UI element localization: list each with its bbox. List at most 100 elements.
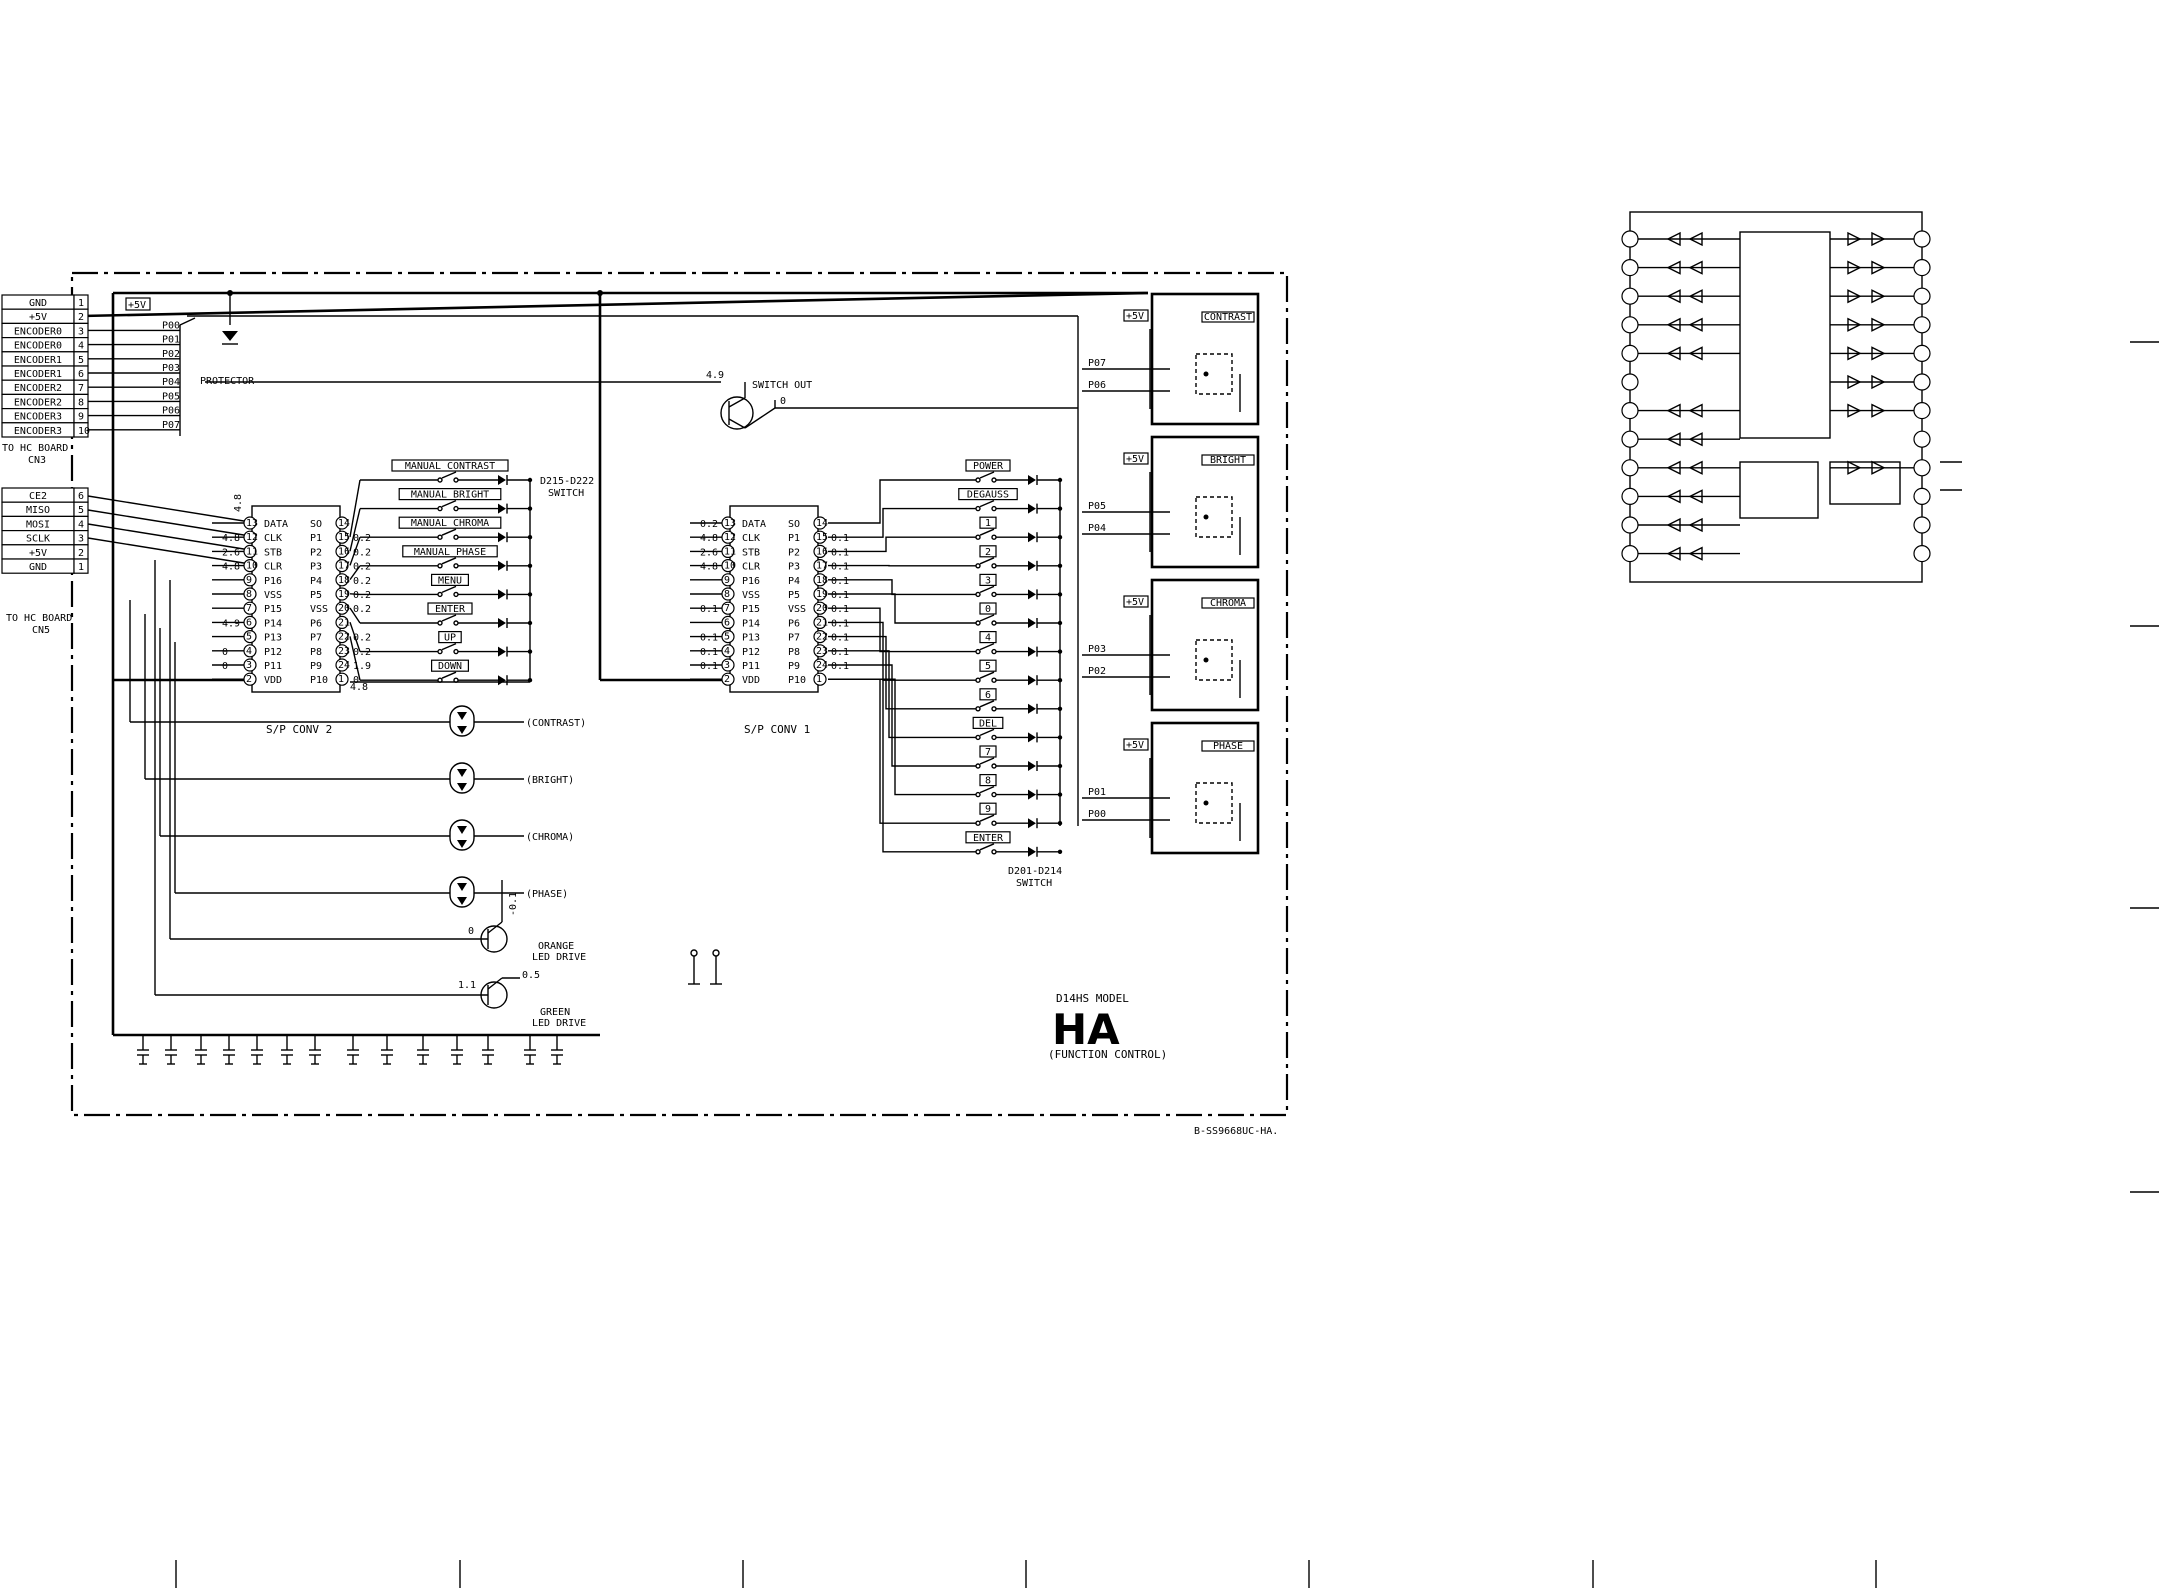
cn3-net: P05	[162, 391, 180, 402]
ic-pin-voltage: 0.1	[700, 647, 718, 658]
ic-pin-name: P8	[788, 647, 800, 658]
ic-pin-name: P6	[788, 618, 800, 629]
ic-pin-voltage: 0.1	[831, 533, 849, 544]
ic-pin-name: P7	[788, 633, 800, 644]
power-rails	[81, 290, 1149, 1037]
ic-pin-name: P5	[310, 590, 322, 601]
orange-led-label2: LED DRIVE	[532, 952, 586, 963]
ic-pin-voltage: 0.2	[353, 547, 371, 558]
cn3-net: P00	[162, 320, 180, 331]
ic-pin-voltage: 0.2	[353, 533, 371, 544]
switch-label: MANUAL CONTRAST	[405, 461, 495, 472]
ic-pin-name: P4	[788, 576, 800, 587]
ic-pin-num: 12	[246, 532, 258, 543]
encoder-net-bot: P06	[1088, 380, 1106, 391]
switch-group-b-subtitle: SWITCH	[1016, 878, 1052, 889]
ic-pin-num: 4	[246, 646, 252, 657]
ic-pin-voltage: 4.9	[222, 618, 240, 629]
ic-pin-num: 2	[246, 674, 252, 685]
cn5-pin-num: 3	[78, 534, 84, 545]
cn3-pin-num: 8	[78, 397, 84, 408]
encoder-net-top: P07	[1088, 358, 1106, 369]
ic-pin-num: 11	[246, 546, 258, 557]
ic-pin-voltage: 0.1	[831, 647, 849, 658]
ic-pin-voltage: 1.9	[353, 661, 371, 672]
ic-pin-name: CLR	[742, 562, 761, 573]
switch-label: DOWN	[438, 661, 462, 672]
ic-pin-voltage: 2.6	[700, 547, 718, 558]
switch-label: POWER	[973, 461, 1004, 472]
ic-pin-num: 6	[724, 617, 730, 628]
cn3-pin-label: ENCODER0	[14, 326, 62, 337]
encoder-name: BRIGHT	[1210, 455, 1246, 466]
ic-pin-num: 1	[338, 674, 344, 685]
ic-pin-name: P11	[742, 661, 760, 672]
page-ticks	[175, 341, 2159, 1588]
cn3-pin-label: ENCODER0	[14, 341, 62, 352]
protector-voltage: 4.8	[233, 494, 244, 512]
ic-pin-num: 15	[816, 532, 828, 543]
ic-pin-num: 5	[724, 632, 730, 643]
ic-pin-num: 8	[246, 589, 252, 600]
encoder-net-top: P05	[1088, 501, 1106, 512]
cn5-pin-label: MISO	[26, 505, 50, 516]
encoder-name: PHASE	[1213, 741, 1243, 752]
green-v-b: 1.1	[458, 980, 476, 991]
ic-pin-voltage: 0.1	[831, 547, 849, 558]
ic-pin-num: 4	[724, 646, 730, 657]
ic-pin-name: P1	[310, 533, 322, 544]
ic-pin-name: CLR	[264, 562, 283, 573]
ic-pin-num: 21	[816, 617, 828, 628]
ic-pin-num: 1	[816, 674, 822, 685]
ic-pin-voltage: 0.1	[831, 576, 849, 587]
ic-pin-name: P14	[742, 618, 760, 629]
ic-pin-name: P3	[310, 562, 322, 573]
cn3-pin-label: ENCODER2	[14, 397, 62, 408]
cn3-pin-label: ENCODER3	[14, 412, 62, 423]
switch-label: UP	[444, 633, 456, 644]
encoder-plus5v: +5V	[1126, 454, 1144, 465]
encoder-name: CHROMA	[1210, 598, 1246, 609]
switch-group-a-title: D215-D222	[540, 476, 594, 487]
ic-pin-num: 10	[724, 561, 736, 572]
ic-pin-name: CLK	[742, 533, 760, 544]
ic-pin-name: P1	[788, 533, 800, 544]
ic-pin-num: 12	[724, 532, 736, 543]
ic-pin-name: P8	[310, 647, 322, 658]
ic-pin-name: VSS	[264, 590, 282, 601]
ic-pin-num: 19	[338, 589, 350, 600]
switch-label: 6	[985, 690, 991, 701]
ic-pin-num: 22	[338, 632, 350, 643]
green-led-label: GREEN	[540, 1007, 570, 1018]
package-inset	[1621, 211, 1962, 583]
ic-pin-num: 24	[338, 660, 350, 671]
ic-pin-name: P13	[264, 633, 282, 644]
cn3-pin-num: 5	[78, 355, 84, 366]
switch-group-a-subtitle: SWITCH	[548, 488, 584, 499]
cn5-pin-label: SCLK	[26, 534, 50, 545]
switch-label: 2	[985, 547, 991, 558]
encoder-plus5v: +5V	[1126, 740, 1144, 751]
ic-pin-num: 16	[816, 546, 828, 557]
cn3-pin-num: 9	[78, 412, 84, 423]
ic-pin-num: 7	[724, 603, 730, 614]
ic-pin-name: P14	[264, 618, 282, 629]
cn3-pin-label: ENCODER3	[14, 426, 62, 437]
cn3-pin-label: ENCODER2	[14, 383, 62, 394]
switch-out-v-out: 0	[780, 396, 786, 407]
ic-pin-name: P3	[788, 562, 800, 573]
ic-pin-voltage: 0.2	[353, 604, 371, 615]
green-led-label2: LED DRIVE	[532, 1018, 586, 1029]
orange-led-drive: 0 -0.1 ORANGE LED DRIVE	[169, 580, 586, 963]
ic-pin-name: P5	[788, 590, 800, 601]
led-label: (CHROMA)	[526, 832, 574, 843]
orange-led-label: ORANGE	[538, 941, 574, 952]
switch-label: ENTER	[973, 833, 1004, 844]
ic-pin-voltage: 0.2	[353, 633, 371, 644]
orange-v-c: -0.1	[508, 892, 519, 916]
switch-label: 9	[985, 804, 991, 815]
cn3-pin-num: 10	[78, 426, 90, 437]
led-label: (BRIGHT)	[526, 775, 574, 786]
ic-pin-voltage: 0	[353, 675, 359, 686]
ic-pin-num: 2	[724, 674, 730, 685]
